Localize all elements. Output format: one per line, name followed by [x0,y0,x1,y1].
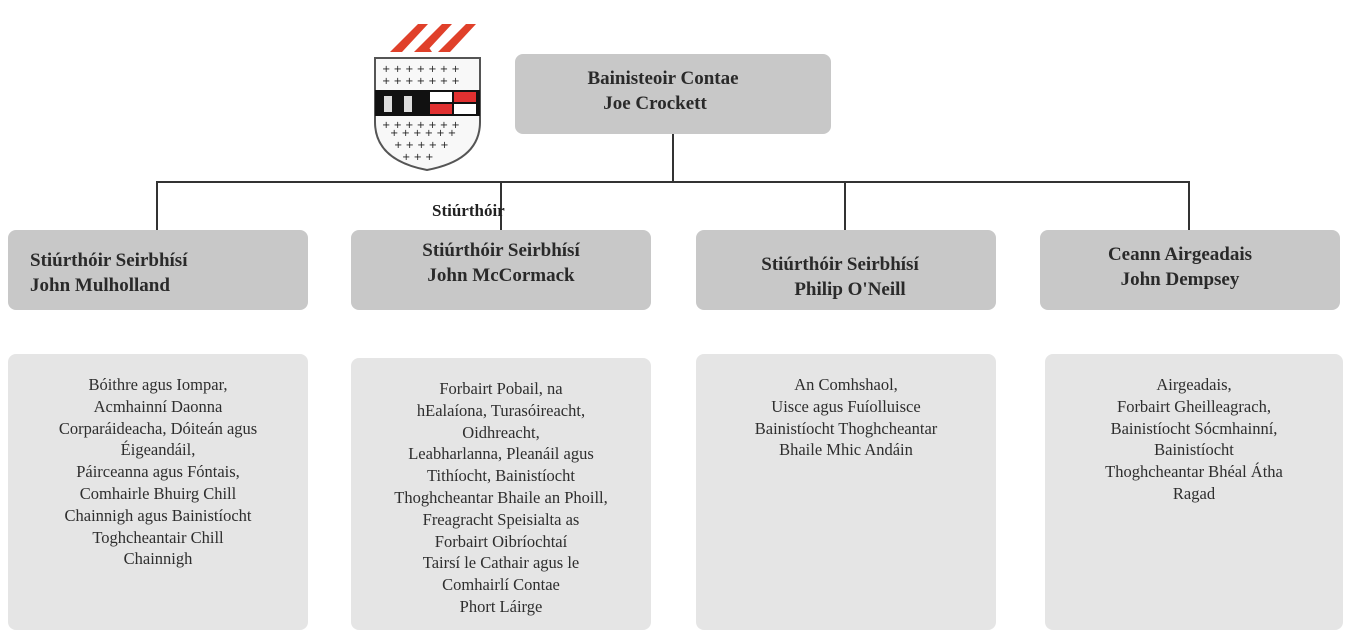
responsibility-line: Leabharlanna, Pleanáil agus [408,444,594,464]
director-box-4: Ceann Airgeadais John Dempsey [1040,230,1340,310]
responsibility-line: Chainnigh agus Bainistíocht [64,505,252,525]
director-2-name: John McCormack [427,265,575,286]
connector-drop-1 [156,181,158,231]
responsibility-line: Páirceanna agus Fóntais, [76,462,240,482]
responsibility-line: Freagracht Speisialta as [422,509,580,529]
responsibility-line: Chainnigh [123,549,193,569]
responsibility-line: Thoghcheantar Bhaile an Phoill, [394,487,608,507]
county-manager-box: Bainisteoir Contae Joe Crockett [515,54,831,134]
kilkenny-county-crest-logo: + + + + + + + + + + + + + + + + + + + + … [374,24,481,172]
responsibility-line: Airgeadais, [1156,375,1232,394]
responsibility-line: hEalaíona, Turasóireacht, [416,400,586,420]
responsibility-line: Uisce agus Fuíolluisce [771,396,921,416]
connector-drop-2 [500,181,502,231]
responsibility-line: Bainistíocht [1154,440,1234,460]
director-box-1: Stiúrthóir Seirbhísí John Mulholland [8,230,308,310]
responsibility-line: Comhairlí Contae [442,575,560,595]
responsibility-line: Comhairle Bhuirg Chill [79,483,237,503]
svg-text:+ + + + + + +: + + + + + + + [382,76,460,87]
county-manager-name: Joe Crockett [603,93,707,114]
county-manager-title: Bainisteoir Contae [587,68,739,89]
responsibility-line: Tithíocht, Bainistíocht [427,466,575,486]
responsibility-line: Phort Láirge [459,596,543,616]
responsibility-line: Corparáideacha, Dóiteán agus [58,418,258,438]
responsibility-line: Forbairt Oibríochtaí [434,531,568,551]
director-3-title: Stiúrthóir Seirbhísí [761,254,919,275]
responsibility-line: Thoghcheantar Bhéal Átha [1105,462,1283,482]
responsibilities-box-2: Forbairt Pobail, na hEalaíona, Turasóire… [351,358,651,630]
svg-text:+ + + + + + +: + + + + + + + [382,120,460,131]
svg-text:+ + + + + + +: + + + + + + + [382,64,460,75]
svg-text:+ + + + + +: + + + + + + [390,128,456,139]
responsibility-line: Acmhainní Daonna [93,396,223,416]
responsibility-line: Bainistíocht Thoghcheantar [754,418,938,438]
director-label: Stiúrthóir [432,201,505,220]
director-4-name: John Dempsey [1120,269,1240,290]
responsibility-line: Oidhreacht, [462,422,540,442]
responsibility-line: Éigeandáil, [120,440,196,460]
responsibility-line: Forbairt Gheilleagrach, [1117,396,1271,416]
director-2-title: Stiúrthóir Seirbhísí [422,240,580,261]
responsibility-line: Toghcheantair Chill [92,527,224,547]
responsibility-line: Bóithre agus Iompar, [88,375,228,394]
svg-text:+ + + + +: + + + + + [394,140,449,151]
responsibilities-box-4: Airgeadais, Forbairt Gheilleagrach, Bain… [1045,354,1343,630]
responsibility-line: Ragad [1172,483,1216,503]
director-3-name: Philip O'Neill [794,279,906,300]
responsibility-line: An Comhshaol, [794,375,898,394]
connector-drop-4 [1188,181,1190,231]
responsibility-line: Bainistíocht Sócmhainní, [1110,418,1278,438]
responsibilities-box-3: An Comhshaol, Uisce agus Fuíolluisce Bai… [696,354,996,630]
responsibility-line: Forbairt Pobail, na [439,379,563,398]
responsibilities-box-1: Bóithre agus Iompar, Acmhainní Daonna Co… [8,354,308,630]
svg-text:+ + +: + + + [402,152,434,163]
director-box-2: Stiúrthóir Seirbhísí John McCormack [351,230,651,310]
connector-top-vertical [672,134,674,182]
director-4-title: Ceann Airgeadais [1107,244,1253,265]
director-1-title: Stiúrthóir Seirbhísí [30,250,188,271]
director-box-3: Stiúrthóir Seirbhísí Philip O'Neill [696,230,996,310]
responsibility-line: Tairsí le Cathair agus le [422,553,580,573]
connector-drop-3 [844,181,846,231]
responsibility-line: Bhaile Mhic Andáin [779,440,913,460]
director-1-name: John Mulholland [30,275,170,296]
connector-horizontal [156,181,1190,183]
